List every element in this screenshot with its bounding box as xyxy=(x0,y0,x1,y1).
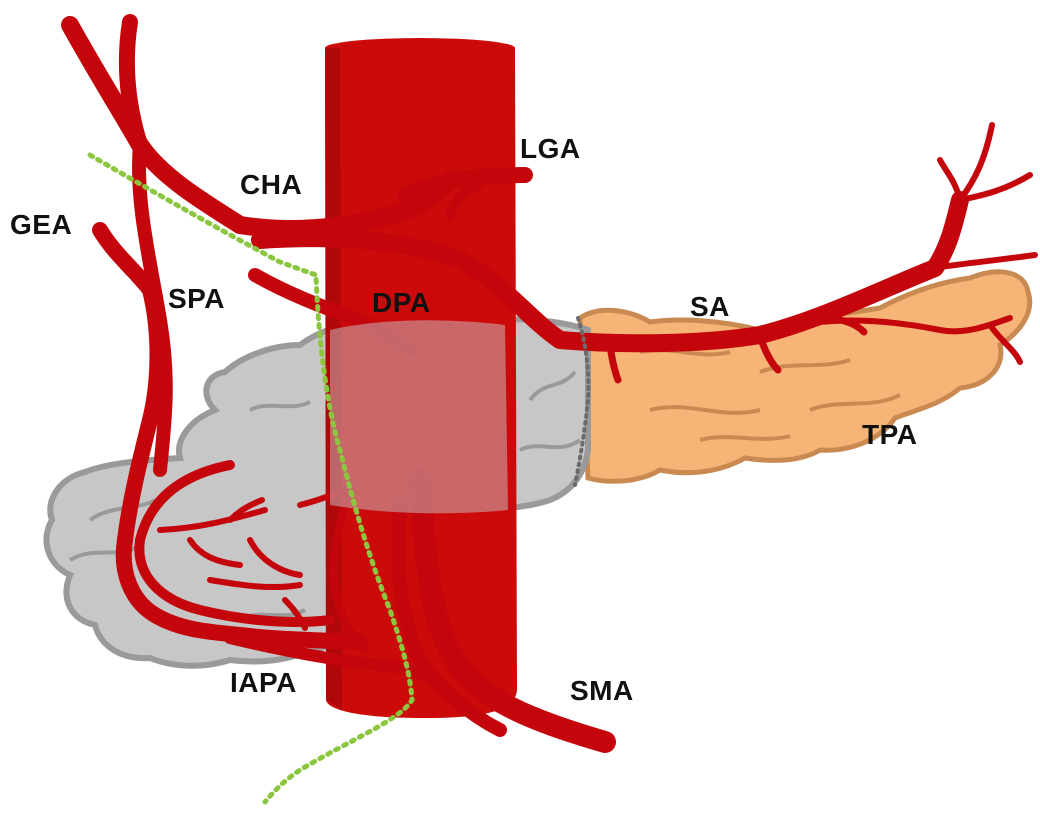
pancreas-neck-overlay xyxy=(330,320,508,513)
label-tpa: TPA xyxy=(862,419,917,450)
hepatic-branch xyxy=(127,22,140,145)
label-iapa: IAPA xyxy=(230,667,297,698)
label-cha: CHA xyxy=(240,169,302,200)
label-spa: SPA xyxy=(168,283,225,314)
label-lga: LGA xyxy=(520,133,581,164)
label-sa: SA xyxy=(690,291,730,322)
label-sma: SMA xyxy=(570,675,634,706)
label-gea: GEA xyxy=(10,209,72,240)
pancreas-body-tail xyxy=(580,272,1030,481)
gastroduodenal-artery xyxy=(70,25,240,225)
label-dpa: DPA xyxy=(372,287,431,318)
